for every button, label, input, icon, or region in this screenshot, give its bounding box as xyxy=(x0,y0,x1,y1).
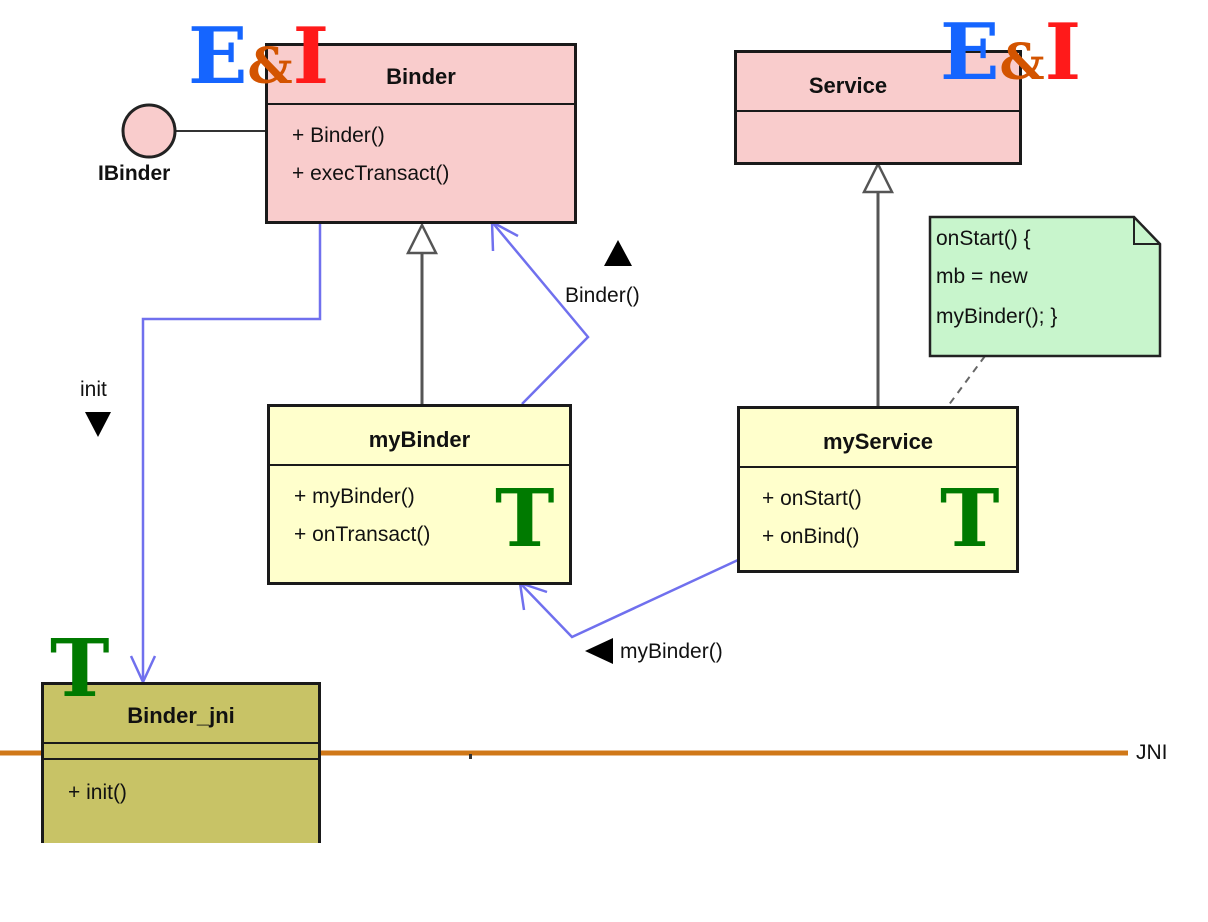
note-line-2: mb = new xyxy=(936,265,1028,288)
service-class-divider xyxy=(737,110,1019,112)
jni-label: JNI xyxy=(1136,741,1168,764)
note-line-1: onStart() { xyxy=(936,227,1031,250)
binder-class: Binder + Binder() + execTransact() xyxy=(265,43,577,224)
init-call-arrow xyxy=(141,222,322,682)
ei-badge-service: E&I xyxy=(940,14,1081,92)
note-text: onStart() { mb = new myBinder(); } xyxy=(930,217,1160,356)
ei-badge-service-i: I xyxy=(1044,7,1082,98)
ei-badge-binder-amp: & xyxy=(247,36,293,95)
mybinder-call-label: myBinder() xyxy=(620,640,723,663)
binder-call-arrow xyxy=(491,221,590,405)
binder-class-name: Binder xyxy=(386,64,456,89)
note-fold xyxy=(1133,217,1160,245)
myservice-op-onbind: + onBind() xyxy=(762,525,860,548)
mybinder-call-arrow xyxy=(519,558,739,639)
service-class-name: Service xyxy=(808,73,888,98)
note-outline xyxy=(928,215,1162,358)
ei-badge-service-e: E xyxy=(940,7,1000,98)
ei-badge-binder: E&I xyxy=(188,18,329,96)
myservice-inheritance-triangle xyxy=(861,161,895,194)
t-badge-mybinder: T xyxy=(495,471,555,565)
mybinder-class: myBinder + myBinder() + onTransact() xyxy=(267,404,572,585)
init-direction-icon xyxy=(85,412,111,437)
mybinder-class-divider xyxy=(270,464,569,466)
binder-jni-class-name: Binder_jni xyxy=(127,703,235,728)
binder-jni-class-divider-2 xyxy=(44,758,318,760)
myservice-op-onstart: + onStart() xyxy=(762,487,862,510)
binder-class-divider xyxy=(268,103,574,105)
binder-jni-class-divider xyxy=(44,742,318,744)
ibinder-interface-circle xyxy=(121,103,177,159)
bottom-blank xyxy=(0,843,1208,922)
mybinder-class-name: myBinder xyxy=(368,427,471,452)
jni-dot xyxy=(469,754,472,759)
myservice-class-divider xyxy=(740,466,1016,468)
binder-jni-op-init: + init() xyxy=(68,781,127,804)
binder-call-direction-icon xyxy=(604,240,632,266)
binder-op-exectransact: + execTransact() xyxy=(292,162,450,185)
mybinder-inheritance-triangle xyxy=(405,222,439,255)
ei-badge-binder-e: E xyxy=(188,11,248,102)
ibinder-label: IBinder xyxy=(98,162,171,185)
service-class: Service xyxy=(734,50,1022,165)
t-badge-myservice: T xyxy=(940,471,1000,565)
myservice-class-name: myService xyxy=(822,429,934,454)
mybinder-op-ontransact: + onTransact() xyxy=(294,523,431,546)
init-call-label: init xyxy=(80,378,107,401)
binder-call-label: Binder() xyxy=(565,284,640,307)
myservice-class: myService + onStart() + onBind() xyxy=(737,406,1019,573)
mybinder-op-constructor: + myBinder() xyxy=(294,485,415,508)
binder-op-constructor: + Binder() xyxy=(292,124,385,147)
binder-jni-class: Binder_jni + init() xyxy=(41,682,321,852)
ei-badge-service-amp: & xyxy=(999,32,1045,91)
mybinder-call-direction-icon xyxy=(585,638,613,664)
note-anchor-line xyxy=(947,355,986,407)
t-badge-binder-jni: T xyxy=(50,621,110,715)
note-line-3: myBinder(); } xyxy=(936,305,1058,328)
ei-badge-binder-i: I xyxy=(292,11,330,102)
